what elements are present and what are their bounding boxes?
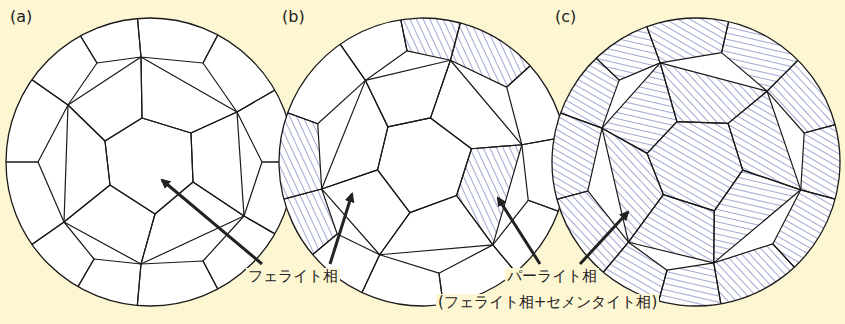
grain-shape xyxy=(64,105,110,222)
grain-shape xyxy=(503,0,661,100)
grain-shape xyxy=(363,105,479,225)
leader-arrow xyxy=(330,194,352,264)
grain-shape xyxy=(688,0,845,100)
grain-shape xyxy=(20,259,141,324)
grain-shape xyxy=(761,156,845,324)
leader-arrow xyxy=(580,212,628,264)
phase-label: パーライト相 xyxy=(505,268,599,285)
grain-shape xyxy=(68,57,142,141)
grain-shape xyxy=(406,39,616,229)
grain-shape xyxy=(313,247,504,324)
grain-shape xyxy=(746,0,845,139)
grain-shape xyxy=(141,182,244,264)
pearlite-microstructure xyxy=(378,0,845,324)
grain-shape xyxy=(0,162,64,311)
panel-label: (c) xyxy=(553,8,578,26)
grain-shape xyxy=(432,0,630,162)
grain-shape xyxy=(322,79,405,205)
panel-label: (b) xyxy=(280,8,307,26)
leader-arrow xyxy=(498,198,540,264)
specimen-circle xyxy=(6,18,294,306)
phase-label: フェライト相 xyxy=(246,268,340,285)
panel-label: (a) xyxy=(8,8,34,26)
grain-boundaries xyxy=(378,0,845,324)
leader-arrows xyxy=(162,180,628,264)
grain-shape xyxy=(128,73,342,273)
grain-shape xyxy=(699,226,845,324)
leader-arrow xyxy=(162,180,262,264)
grain-shape xyxy=(380,178,505,290)
grain-shape xyxy=(0,0,97,105)
grain-shape xyxy=(141,57,237,133)
grain-shape xyxy=(0,13,68,162)
specimen-circle xyxy=(6,18,294,306)
grain-shape xyxy=(127,0,272,63)
grain-shape xyxy=(191,112,244,216)
grain-shape xyxy=(64,185,155,264)
grain-shape xyxy=(0,222,94,324)
grain-shape xyxy=(20,0,141,63)
phase-note: (フェライト相+セメンタイト相) xyxy=(436,294,659,311)
